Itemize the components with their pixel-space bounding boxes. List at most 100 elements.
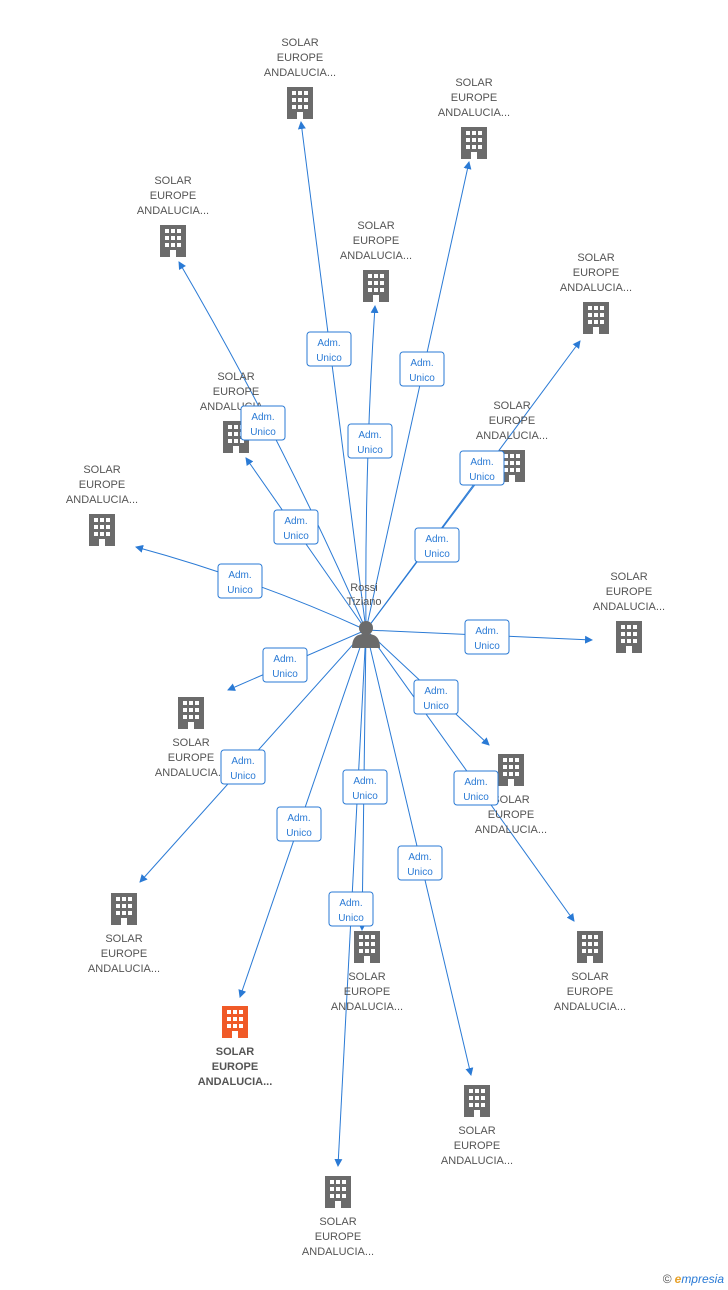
company-label-line2: EUROPE bbox=[344, 986, 390, 998]
role-label-line2: Unico bbox=[407, 867, 433, 878]
role-badge-box bbox=[413, 679, 459, 715]
company-label-line3: ANDALUCIA... bbox=[560, 282, 632, 294]
company-label-line1: SOLAR bbox=[571, 971, 608, 983]
building-icon bbox=[583, 302, 609, 334]
company-node-n14[interactable]: SOLAR EUROPE ANDALUCIA... bbox=[331, 931, 403, 1013]
person-node[interactable]: Rossi Tiziano bbox=[346, 582, 382, 648]
company-label-line3: ANDALUCIA... bbox=[137, 205, 209, 217]
role-badge-box bbox=[276, 806, 322, 842]
role-badge-n6[interactable]: Adm.Unico bbox=[273, 509, 319, 545]
role-badge-box bbox=[464, 619, 510, 655]
company-label-line1: SOLAR bbox=[492, 794, 529, 806]
company-label-line1: SOLAR bbox=[319, 1216, 356, 1228]
role-label-line1: Adm. bbox=[353, 776, 376, 787]
company-node-n8[interactable]: SOLAREUROPEANDALUCIA... bbox=[66, 464, 138, 546]
company-label-line3: ANDALUCIA... bbox=[593, 601, 665, 613]
company-label-line2: EUROPE bbox=[101, 948, 147, 960]
role-badge-box bbox=[414, 527, 460, 563]
role-badge-n16[interactable]: Adm.Unico bbox=[276, 806, 322, 842]
building-icon bbox=[464, 1085, 490, 1117]
role-label-line2: Unico bbox=[409, 373, 435, 384]
role-label-line1: Adm. bbox=[358, 430, 381, 441]
role-badge-n17[interactable]: Adm.Unico bbox=[328, 891, 374, 927]
role-label-line2: Unico bbox=[469, 472, 495, 483]
role-badge-box bbox=[220, 749, 266, 785]
company-label-line3: ANDALUCIA... bbox=[441, 1155, 513, 1167]
company-label-line1: SOLAR bbox=[154, 175, 191, 187]
role-badge-box bbox=[342, 769, 388, 805]
role-label-line2: Unico bbox=[357, 445, 383, 456]
building-icon bbox=[363, 270, 389, 302]
company-label-line2: EUROPE bbox=[150, 190, 196, 202]
role-badge-n8[interactable]: Adm.Unico bbox=[217, 563, 263, 599]
role-badge-n15[interactable]: Adm. Unico bbox=[397, 845, 443, 881]
brand-initial: e bbox=[674, 1272, 682, 1286]
company-label-line2: EUROPE bbox=[277, 52, 323, 64]
building-icon bbox=[178, 697, 204, 729]
role-badge-box bbox=[397, 845, 443, 881]
role-badge-n11[interactable]: Adm.Unico bbox=[413, 679, 459, 715]
company-label-line3: ANDALUCIA... bbox=[331, 1001, 403, 1013]
role-badge-n12[interactable]: Adm.Unico bbox=[220, 749, 266, 785]
company-node-n13[interactable]: SOLAR EUROPE ANDALUCIA... bbox=[554, 931, 626, 1013]
company-node-n7[interactable]: SOLAREUROPEANDALUCIA... bbox=[476, 400, 548, 482]
company-label-line3: ANDALUCIA... bbox=[475, 824, 547, 836]
role-badge-n9[interactable]: Adm.Unico bbox=[464, 619, 510, 655]
company-label-line3: ANDALUCIA... bbox=[198, 1076, 273, 1088]
role-badge-n14[interactable]: Adm. Unico bbox=[342, 769, 388, 805]
company-label-line1: SOLAR bbox=[493, 400, 530, 412]
building-icon bbox=[325, 1176, 351, 1208]
company-node-n16[interactable]: SOLAREUROPEANDALUCIA... bbox=[198, 1006, 273, 1088]
company-label-line3: ANDALUCIA... bbox=[264, 67, 336, 79]
edge-n3 bbox=[178, 261, 367, 631]
role-label-line1: Adm. bbox=[408, 852, 431, 863]
building-icon bbox=[89, 514, 115, 546]
company-label-line1: SOLAR bbox=[216, 1046, 255, 1058]
company-node-n3[interactable]: SOLAR EUROPE ANDALUCIA... bbox=[137, 175, 209, 257]
company-node-n4[interactable]: SOLAREUROPEANDALUCIA... bbox=[340, 220, 412, 302]
company-node-n9[interactable]: SOLAREUROPEANDALUCIA... bbox=[593, 571, 665, 653]
company-node-n12[interactable]: SOLAREUROPEANDALUCIA... bbox=[88, 893, 160, 975]
company-label-line3: ANDALUCIA... bbox=[88, 963, 160, 975]
building-icon bbox=[287, 87, 313, 119]
company-label-line2: EUROPE bbox=[451, 92, 497, 104]
role-badge-n5[interactable]: Adm.Unico bbox=[459, 450, 505, 486]
company-label-line1: SOLAR bbox=[455, 77, 492, 89]
footer-brand: ©empresia bbox=[663, 1272, 724, 1286]
building-icon bbox=[616, 621, 642, 653]
role-badge-n2[interactable]: Adm.Unico bbox=[399, 351, 445, 387]
company-label-line1: SOLAR bbox=[172, 737, 209, 749]
company-node-n11[interactable]: SOLAREUROPEANDALUCIA... bbox=[475, 754, 547, 836]
company-label-line1: SOLAR bbox=[577, 252, 614, 264]
role-badge-n3[interactable]: Adm.Unico bbox=[240, 405, 286, 441]
company-label-line2: EUROPE bbox=[168, 752, 214, 764]
company-label-line3: ANDALUCIA... bbox=[340, 250, 412, 262]
role-label-line2: Unico bbox=[352, 791, 378, 802]
role-badge-n7[interactable]: Adm.Unico bbox=[414, 527, 460, 563]
building-icon bbox=[111, 893, 137, 925]
company-node-n17[interactable]: SOLAREUROPEANDALUCIA... bbox=[302, 1176, 374, 1258]
role-badge-n4[interactable]: Adm. Unico bbox=[347, 423, 393, 459]
building-icon bbox=[461, 127, 487, 159]
company-node-n1[interactable]: SOLAREUROPEANDALUCIA... bbox=[264, 37, 336, 119]
role-badge-n1[interactable]: Adm.Unico bbox=[306, 331, 352, 367]
company-node-n15[interactable]: SOLAREUROPEANDALUCIA... bbox=[441, 1085, 513, 1167]
role-label-line1: Adm. bbox=[287, 813, 310, 824]
company-label-line2: EUROPE bbox=[567, 986, 613, 998]
company-node-n5[interactable]: SOLAREUROPEANDALUCIA... bbox=[560, 252, 632, 334]
role-label-line2: Unico bbox=[316, 353, 342, 364]
company-node-n2[interactable]: SOLAREUROPEANDALUCIA... bbox=[438, 77, 510, 159]
role-label-line1: Adm. bbox=[475, 626, 498, 637]
company-label-line2: EUROPE bbox=[489, 415, 535, 427]
edge-n1 bbox=[297, 121, 367, 631]
role-badge-n13[interactable]: Adm.Unico bbox=[453, 770, 499, 806]
brand-name: mpresia bbox=[681, 1272, 724, 1286]
role-label-line1: Adm. bbox=[273, 654, 296, 665]
company-label-line3: ANDALUCIA... bbox=[554, 1001, 626, 1013]
company-label-line1: SOLAR bbox=[348, 971, 385, 983]
company-label-line2: EUROPE bbox=[79, 479, 125, 491]
role-badge-n10[interactable]: Adm.Unico bbox=[262, 647, 308, 683]
company-label-line2: EUROPE bbox=[315, 1231, 361, 1243]
company-node-n10[interactable]: SOLAREUROPEANDALUCIA... bbox=[155, 697, 227, 779]
